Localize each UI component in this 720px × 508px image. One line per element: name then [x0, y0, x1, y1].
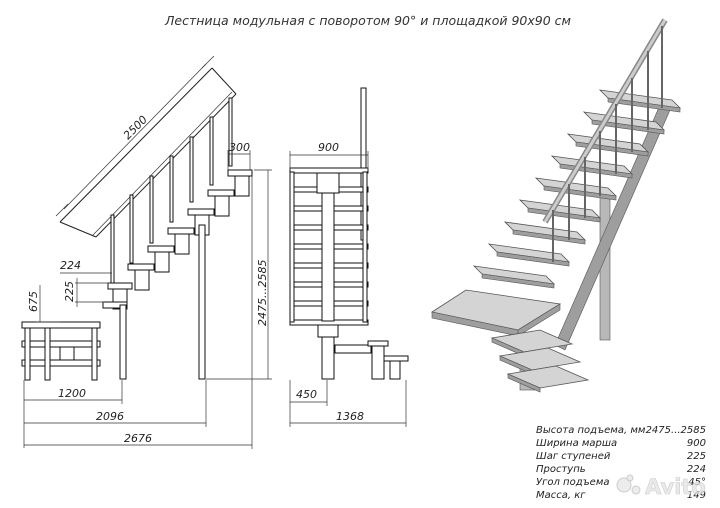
dim-rail-length: 2500: [121, 113, 150, 142]
dim-width: 900: [318, 141, 339, 154]
watermark-text: Avito: [645, 475, 706, 499]
support-post: [119, 304, 127, 380]
dim-tread-depth: 300: [229, 141, 250, 154]
spec-value: 149: [687, 490, 706, 501]
dim-total-width: 1368: [336, 410, 364, 423]
dim-height: 2475...2585: [256, 260, 269, 326]
support-post: [198, 224, 206, 380]
iso-treads: [472, 89, 682, 289]
iso-landing: [430, 289, 562, 331]
spec-label: Масса, кг: [536, 490, 586, 501]
dim-base-2676: 2676: [124, 432, 152, 445]
spec-value: 225: [687, 451, 706, 462]
dim-rise: 225: [63, 281, 76, 302]
avito-watermark: Avito: [616, 474, 706, 499]
side-view: 2500 300 224 225 675 2475...2585 1200 20…: [21, 55, 272, 449]
spec-label: Высота подъема, мм: [536, 425, 646, 436]
spec-label: Шаг ступеней: [536, 451, 611, 462]
spec-value: 45°: [688, 477, 706, 488]
dim-landing-height: 675: [27, 291, 40, 312]
isometric-view: [430, 18, 682, 393]
spec-label: Проступь: [536, 464, 586, 475]
dim-going: 224: [60, 259, 81, 272]
drawing-title: Лестница модульная с поворотом 90° и пло…: [164, 13, 571, 28]
dim-bottom-width: 450: [296, 388, 317, 401]
spec-table: Высота подъема, мм 2475...2585 Ширина ма…: [536, 425, 706, 501]
spec-label: Ширина марша: [536, 438, 617, 449]
spec-value: 2475...2585: [646, 425, 706, 436]
spec-label: Угол подъема: [536, 477, 610, 488]
stair-steps: [102, 169, 253, 310]
dim-base-1200: 1200: [58, 387, 86, 400]
spec-value: 224: [687, 464, 706, 475]
front-view: 900 450 1368: [289, 87, 409, 427]
dim-base-2096: 2096: [96, 410, 124, 423]
landing-platform: [21, 321, 101, 381]
baluster-group: [110, 97, 233, 286]
spec-value: 900: [687, 438, 706, 449]
